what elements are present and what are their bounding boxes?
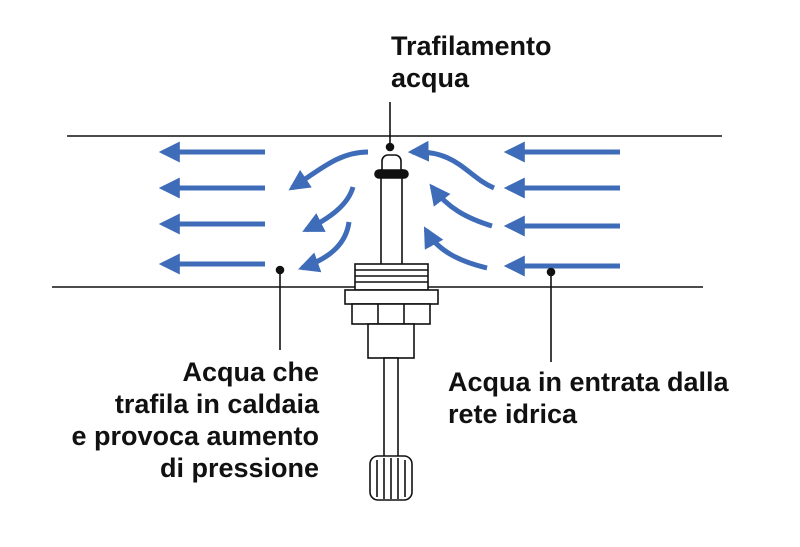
callout-dot-left <box>275 265 285 275</box>
label-line: Acqua in entrata dalla <box>448 367 729 397</box>
label-line: Trafilamento <box>391 31 552 61</box>
label-line: Acqua che <box>182 357 319 387</box>
valve-hex-nut <box>351 303 431 325</box>
curved-flow-arrow <box>298 221 352 273</box>
label-line: di pressione <box>159 453 319 483</box>
label-incoming-water: Acqua in entrata dalla rete idrica <box>448 366 729 430</box>
valve <box>344 154 439 501</box>
curved-flow-arrow <box>429 183 493 229</box>
valve-stem <box>380 169 403 266</box>
curved-flow-arrow <box>288 149 369 191</box>
callout-dot-top <box>385 142 395 152</box>
curved-flow-arrow <box>302 186 356 233</box>
label-water-leak: Trafilamento acqua <box>391 30 552 94</box>
valve-gasket <box>374 169 409 179</box>
label-line: rete idrica <box>448 399 578 429</box>
label-line: trafila in caldaia <box>114 389 319 419</box>
curved-flow-arrow <box>407 140 496 191</box>
label-leaking-water-pressure: Acqua che trafila in caldaia e provoca a… <box>71 356 319 484</box>
valve-thread <box>354 263 429 291</box>
label-line: e provoca aumento <box>71 421 319 451</box>
valve-body <box>367 323 415 359</box>
valve-flange <box>344 289 439 305</box>
callout-dot-right <box>546 267 556 277</box>
valve-shaft <box>383 357 399 459</box>
label-line: acqua <box>391 63 470 93</box>
curved-arrows-left <box>288 149 369 273</box>
flow-arrows-left <box>158 141 265 275</box>
curved-flow-arrow <box>423 226 488 271</box>
callouts <box>275 102 556 362</box>
flow-arrows-right <box>503 141 620 277</box>
curved-arrows-right <box>407 140 496 271</box>
